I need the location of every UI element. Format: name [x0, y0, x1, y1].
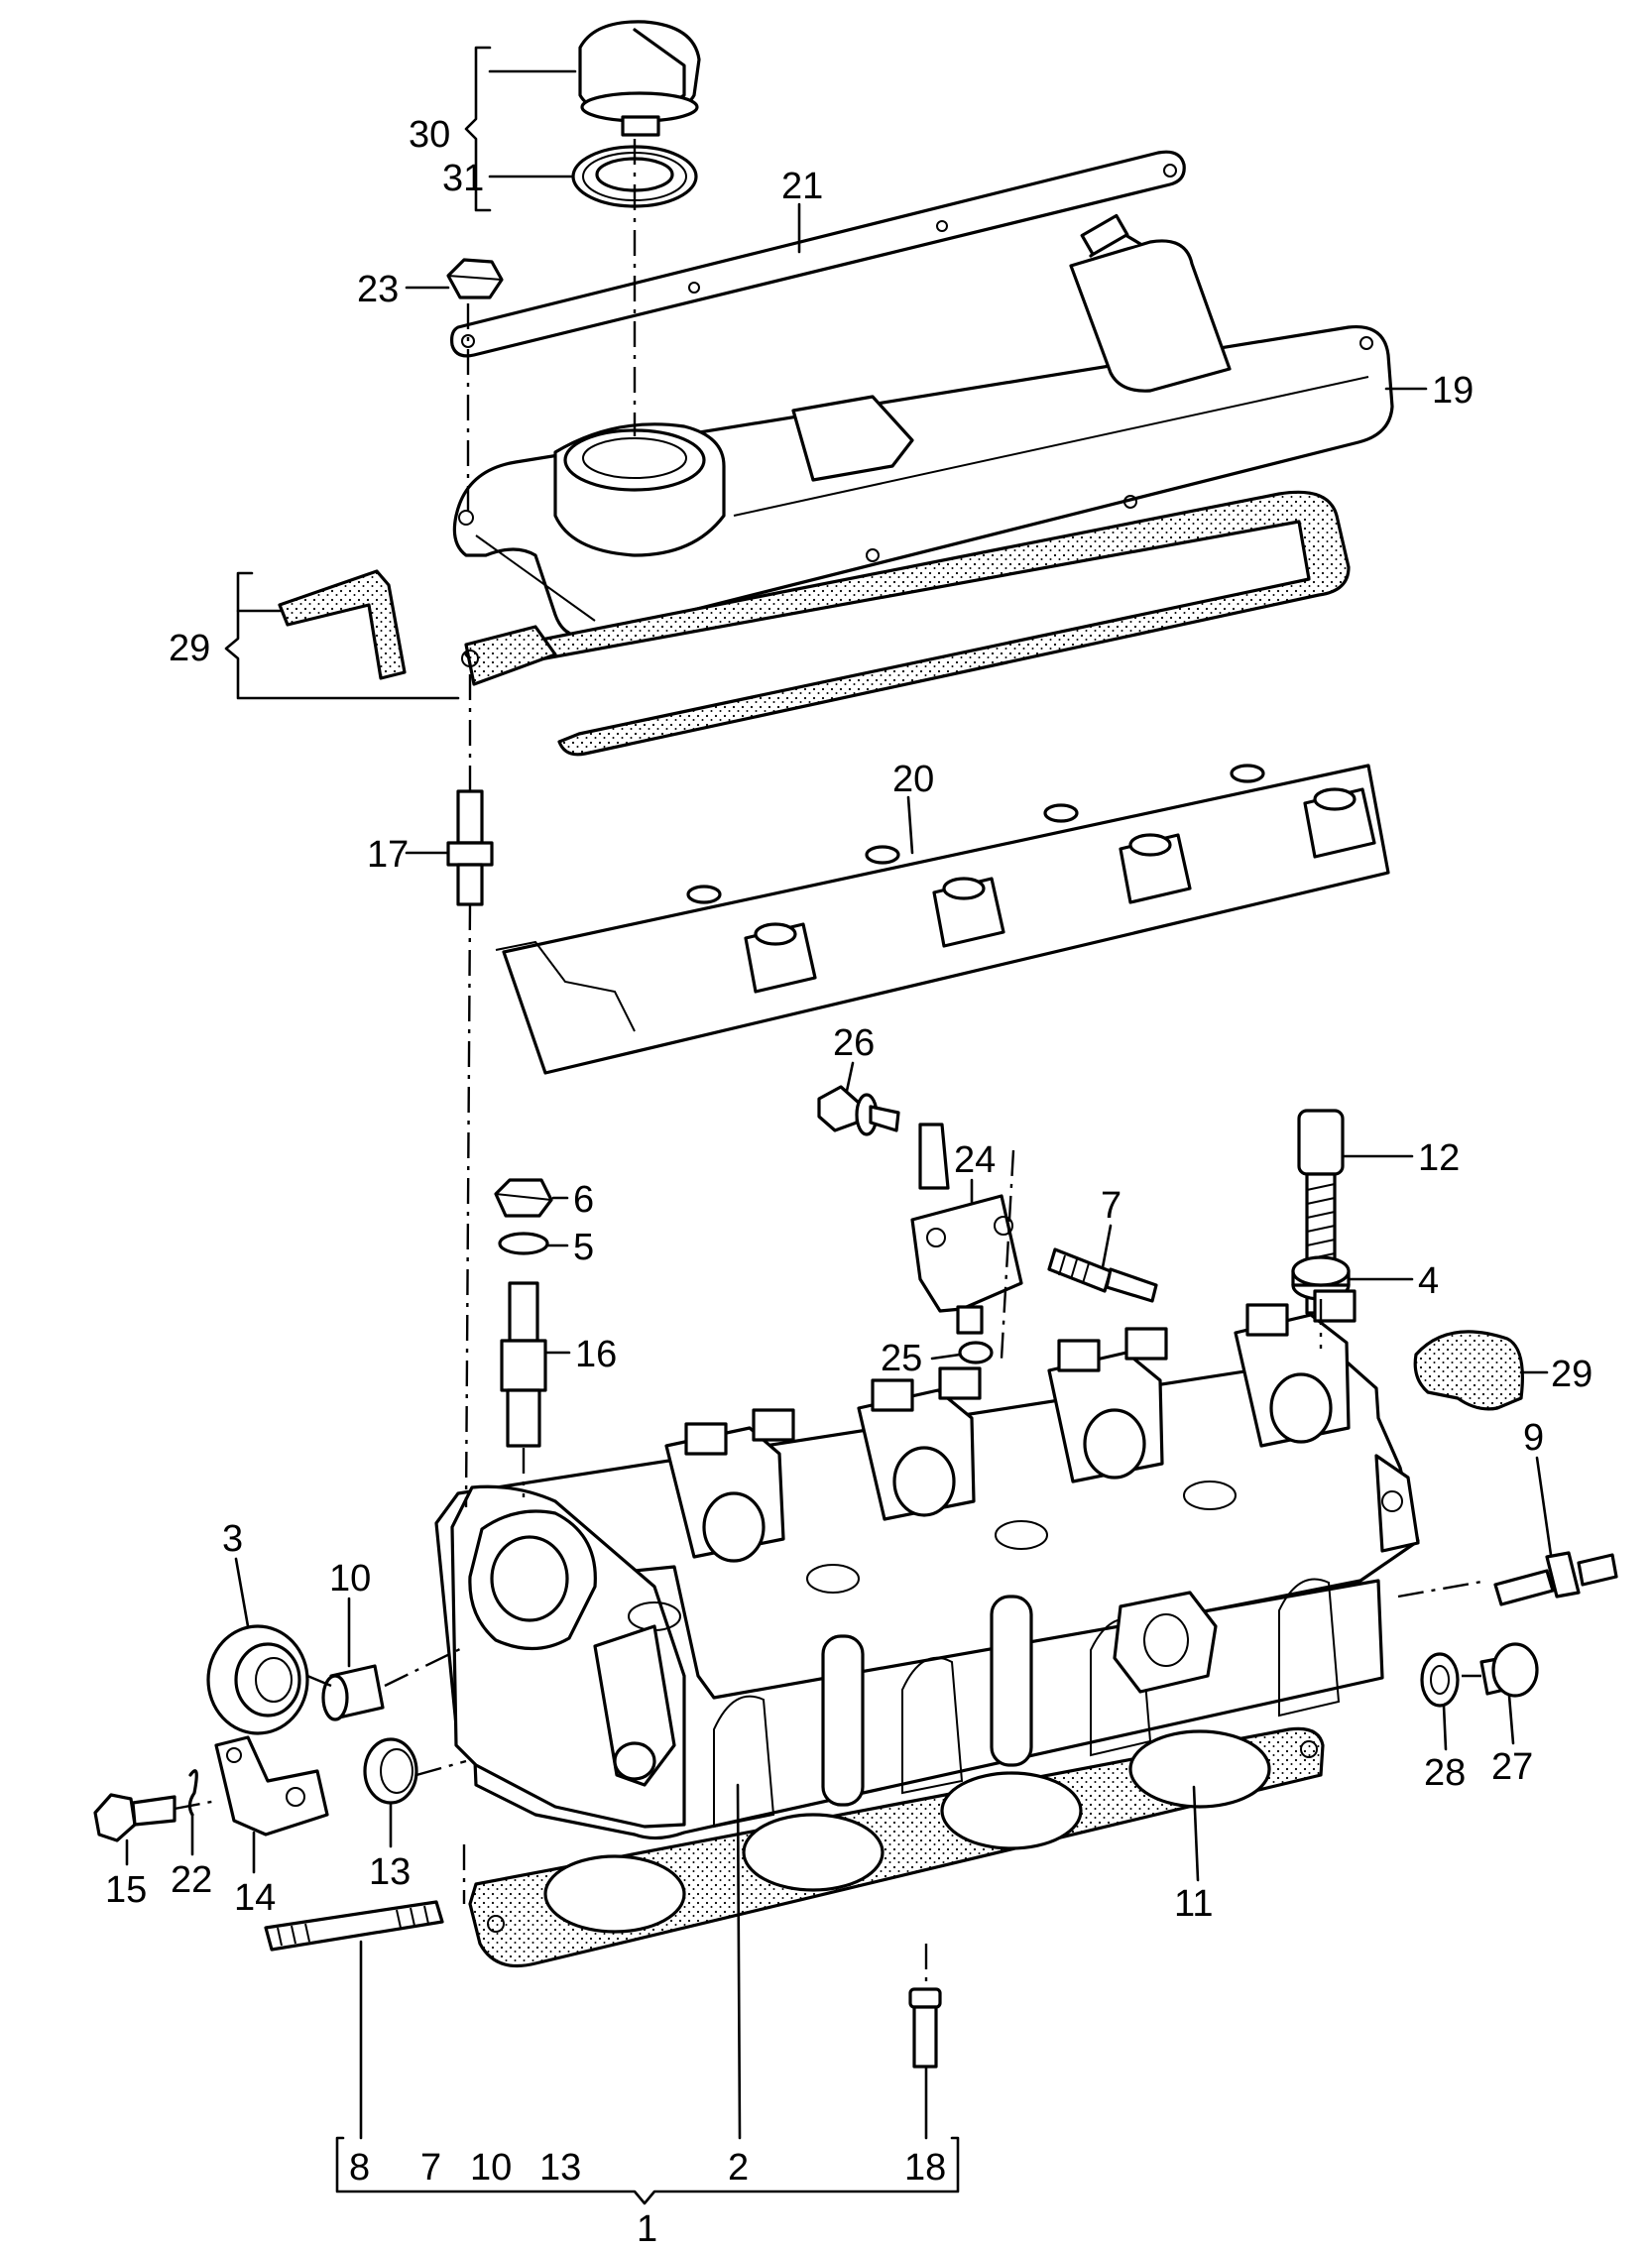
callout-25: 25	[881, 1338, 922, 1379]
callout-17: 17	[367, 834, 409, 876]
callout-11: 11	[1174, 1883, 1213, 1925]
leader-lines	[125, 46, 1553, 2205]
callout-30: 30	[409, 114, 450, 156]
callout-6: 6	[573, 1179, 594, 1221]
plug-ring	[363, 1737, 418, 1805]
cap-nut	[446, 258, 504, 299]
breather-housing	[910, 1123, 1023, 1335]
sensor-stud	[1493, 1551, 1618, 1606]
callout-3: 3	[222, 1518, 243, 1560]
callout-1: 1	[637, 2208, 657, 2250]
cover-lower-gasket	[461, 490, 1351, 757]
callout-10: 10	[470, 2147, 512, 2189]
sealing-washer	[1420, 1652, 1460, 1708]
callout-5: 5	[573, 1227, 594, 1268]
callout-18: 18	[904, 2147, 946, 2189]
callout-14: 14	[234, 1877, 276, 1919]
callout-23: 23	[357, 269, 399, 310]
oil-baffle-plate	[495, 764, 1390, 1075]
callout-4: 4	[1418, 1260, 1439, 1302]
callout-8: 8	[349, 2147, 370, 2189]
callout-16: 16	[575, 1334, 617, 1375]
spring-clip	[187, 1769, 198, 1817]
cover-stud	[446, 789, 494, 906]
threaded-stud-upper	[1047, 1247, 1158, 1303]
valve-guide	[908, 1987, 942, 2069]
head-gasket	[468, 1726, 1325, 1968]
hex-nut	[494, 1178, 553, 1218]
o-ring-small	[958, 1341, 994, 1364]
callout-22: 22	[171, 1859, 212, 1901]
callout-7: 7	[1101, 1185, 1121, 1227]
double-stud	[500, 1281, 547, 1448]
half-moon-seal-upper	[278, 569, 407, 680]
lifting-bracket	[214, 1735, 329, 1836]
callout-2: 2	[728, 2147, 749, 2189]
callout-19: 19	[1432, 370, 1474, 412]
half-moon-seal-lower	[1413, 1330, 1524, 1411]
drain-plug	[1479, 1642, 1539, 1698]
callout-13: 13	[539, 2147, 581, 2189]
callout-24: 24	[954, 1139, 996, 1181]
callout-20: 20	[892, 759, 934, 800]
head-bolt	[1297, 1109, 1345, 1315]
callout-28: 28	[1424, 1752, 1466, 1794]
callout-27: 27	[1491, 1746, 1533, 1788]
callout-12: 12	[1418, 1137, 1460, 1179]
callout-10: 10	[329, 1558, 371, 1599]
long-stud	[264, 1900, 444, 1952]
callout-9: 9	[1523, 1417, 1544, 1459]
sealing-plug	[321, 1664, 385, 1721]
cylinder-head-cover	[452, 213, 1394, 639]
callout-15: 15	[105, 1869, 147, 1911]
callout-21: 21	[781, 166, 823, 207]
callout-13: 13	[369, 1851, 411, 1893]
camshaft-oil-seal	[206, 1624, 309, 1735]
hex-bolt-small	[817, 1085, 900, 1136]
callout-26: 26	[833, 1022, 875, 1064]
assembly-centerlines	[174, 139, 1488, 1989]
plain-washer	[498, 1232, 549, 1255]
callout-29: 29	[169, 628, 210, 669]
bracket-bolt	[93, 1793, 177, 1842]
callout-31: 31	[442, 158, 484, 199]
bolt-washer	[1291, 1255, 1351, 1301]
callout-7: 7	[420, 2147, 441, 2189]
callout-29: 29	[1551, 1354, 1593, 1395]
callout-labels: 30 31 21 23 19 29 20 17 26 24 12 6 5 7 4…	[105, 114, 1593, 2250]
oil-filler-cap	[578, 20, 701, 137]
cover-top-gasket	[450, 150, 1186, 358]
